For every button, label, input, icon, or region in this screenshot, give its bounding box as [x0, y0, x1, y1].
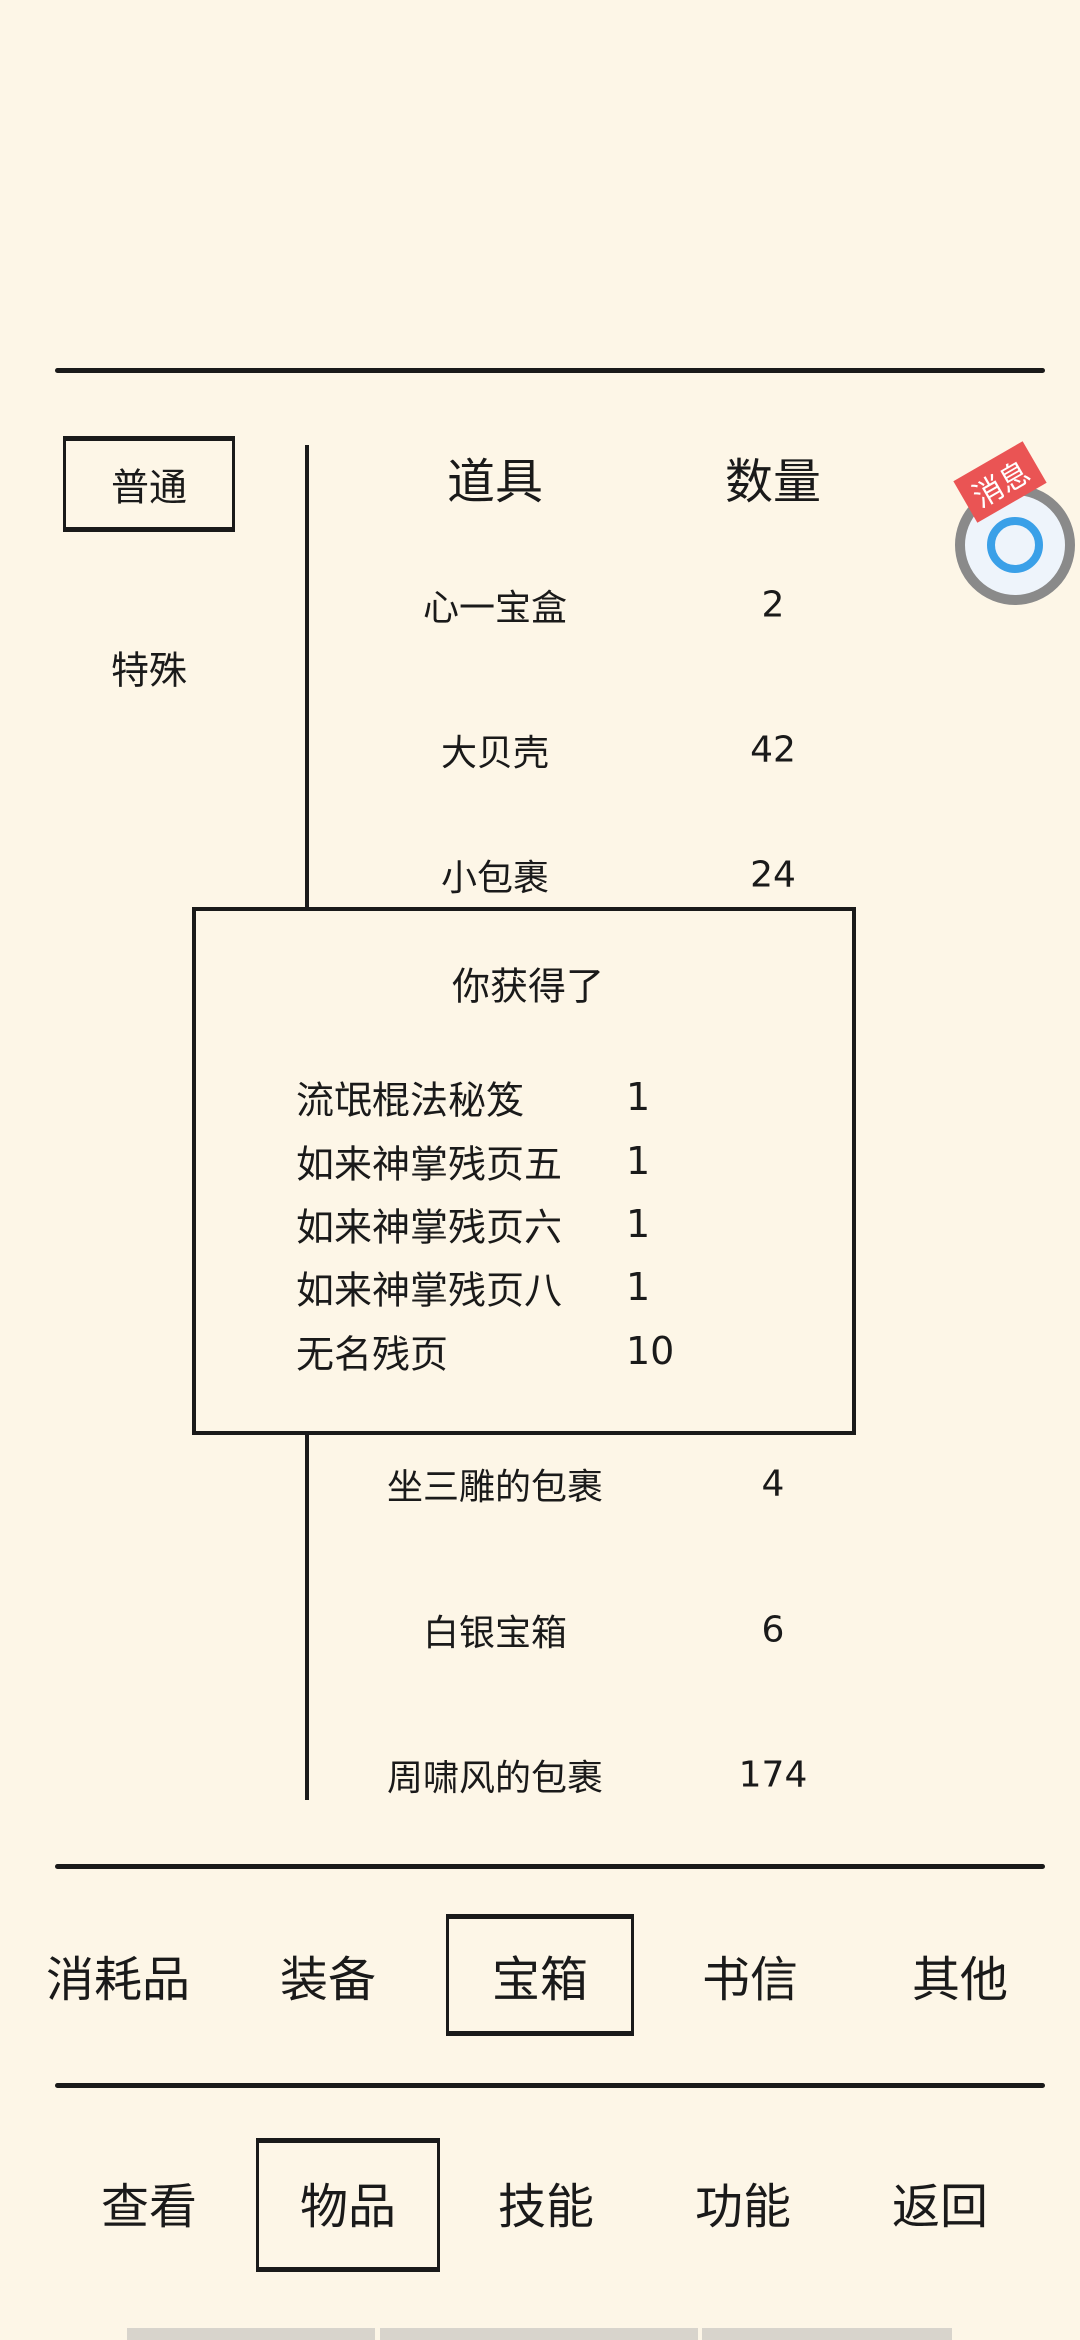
item-qty: 6: [761, 1609, 785, 1651]
reward-name: 如来神掌残页八: [296, 1268, 563, 1313]
item-qty: 42: [750, 729, 796, 771]
reward-qty: 1: [626, 1202, 651, 1246]
header-item: 道具: [446, 454, 544, 510]
bottom-divider: [55, 2083, 1045, 2088]
selected-nav-frame: [256, 2138, 440, 2272]
item-name: 大贝壳: [440, 733, 550, 774]
nav-skills[interactable]: 技能: [497, 2179, 595, 2235]
sub-tab-normal[interactable]: [63, 436, 235, 532]
message-icon: [987, 517, 1043, 573]
item-name: 白银宝箱: [422, 1613, 568, 1654]
ad-bar-segment: [702, 2328, 952, 2340]
reward-name: 流氓棍法秘笈: [296, 1078, 525, 1123]
item-name: 坐三雕的包裹: [386, 1467, 604, 1508]
item-name: 周啸风的包裹: [386, 1758, 604, 1799]
tab-letters[interactable]: 书信: [701, 1952, 799, 2008]
reward-qty: 1: [626, 1075, 651, 1119]
selected-category-frame: [446, 1914, 634, 2036]
top-divider: [55, 368, 1045, 373]
reward-name: 如来神掌残页五: [296, 1142, 563, 1187]
reward-name: 如来神掌残页六: [296, 1205, 563, 1250]
sub-tab-special[interactable]: 特殊: [110, 648, 188, 693]
sub-tab-normal-label[interactable]: 普通: [110, 465, 188, 510]
reward-qty: 1: [626, 1265, 651, 1309]
item-name: 小包裹: [440, 858, 550, 899]
reward-name: 无名残页: [296, 1332, 449, 1377]
nav-back[interactable]: 返回: [891, 2179, 989, 2235]
item-qty: 2: [761, 584, 785, 626]
middle-divider: [55, 1864, 1045, 1869]
item-qty: 24: [750, 854, 796, 896]
reward-qty: 10: [626, 1329, 675, 1373]
tab-other[interactable]: 其他: [911, 1952, 1009, 2008]
header-quantity: 数量: [724, 454, 822, 510]
ad-bar-segment: [127, 2328, 375, 2340]
reward-qty: 1: [626, 1139, 651, 1183]
item-qty: 4: [761, 1463, 785, 1505]
item-qty: 174: [738, 1754, 808, 1796]
nav-view[interactable]: 查看: [100, 2179, 198, 2235]
nav-items[interactable]: 物品: [299, 2179, 397, 2235]
item-name: 心一宝盒: [422, 588, 568, 629]
tab-treasure-chest[interactable]: 宝箱: [491, 1952, 589, 2008]
ad-bar-segment: [380, 2328, 698, 2340]
popup-title: 你获得了: [451, 964, 605, 1009]
nav-functions[interactable]: 功能: [694, 2179, 792, 2235]
item-list[interactable]: 心一宝盒 2 大贝壳 42 小包裹 24 坐三雕的包裹 4 白银宝箱 6 周啸风的包裹 17…: [310, 540, 1010, 1810]
tab-equipment[interactable]: 装备: [279, 1952, 377, 2008]
tab-consumables[interactable]: 消耗品: [45, 1952, 191, 2008]
